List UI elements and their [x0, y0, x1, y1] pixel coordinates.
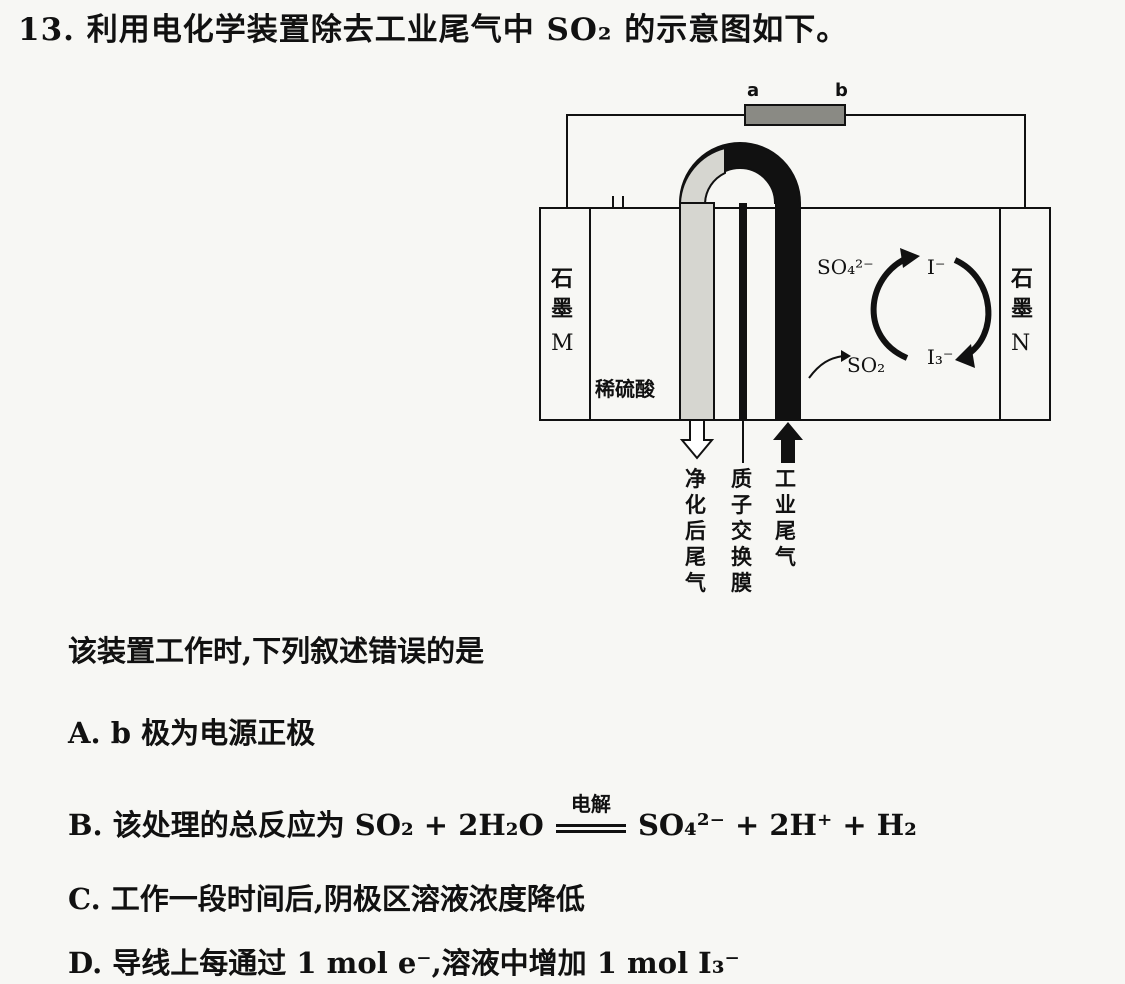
- membrane-char-5: 膜: [731, 570, 752, 595]
- electrode-m-char-3: M: [551, 331, 574, 356]
- diagram-svg: a b 石 墨 M 石 墨 N 稀硫酸 SO₄²⁻ I⁻: [539, 80, 1051, 595]
- electrode-n-char-1: 石: [1010, 266, 1033, 292]
- cycle-arrow-right-head: [955, 344, 975, 368]
- so2-release-arrow: [808, 355, 844, 379]
- so2-release-arrow-head: [841, 350, 851, 362]
- proton-exchange-membrane: [739, 203, 747, 420]
- question-title: 13. 利用电化学装置除去工业尾气中 SO₂ 的示意图如下。: [18, 12, 849, 48]
- ion-so2-label: SO₂: [847, 353, 885, 377]
- purified-char-5: 气: [684, 570, 706, 595]
- industrial-exhaust-label: 工 业 尾 气: [774, 466, 796, 569]
- exhaust-char-4: 气: [774, 544, 796, 569]
- electrode-n: [999, 207, 1051, 421]
- purified-char-4: 尾: [685, 544, 706, 569]
- purified-char-1: 净: [685, 466, 706, 491]
- ion-iodide-label: I⁻: [927, 255, 945, 279]
- exhaust-inflow-arrow: [773, 422, 803, 463]
- option-b-prefix: B. 该处理的总反应为 SO₂ + 2H₂O: [68, 808, 544, 842]
- cycle-arrow-right: [953, 257, 992, 359]
- purified-outflow-arrow: [679, 419, 715, 460]
- exhaust-char-3: 尾: [775, 518, 796, 543]
- power-source: [744, 104, 846, 126]
- question-stem: 该装置工作时,下列叙述错误的是: [68, 634, 485, 668]
- electrolysis-equals-sign: 电解: [555, 792, 626, 840]
- electrode-m: [539, 207, 591, 421]
- option-a[interactable]: A. b 极为电源正极: [68, 716, 316, 750]
- u-tube-bend-light: [678, 146, 726, 204]
- electrode-m-char-2: 墨: [551, 296, 573, 322]
- option-b-suffix: SO₄²⁻ + 2H⁺ + H₂: [637, 808, 917, 842]
- equals-bar-top: [555, 824, 626, 827]
- option-b[interactable]: B. 该处理的总反应为 SO₂ + 2H₂O 电解 SO₄²⁻ + 2H⁺ + …: [68, 792, 917, 844]
- purified-char-3: 后: [685, 518, 706, 543]
- purified-gas-label: 净 化 后 尾 气: [684, 466, 706, 595]
- purified-char-2: 化: [685, 492, 706, 517]
- cycle-arrow-left-head: [900, 248, 920, 268]
- option-c[interactable]: C. 工作一段时间后,阴极区溶液浓度降低: [68, 882, 585, 916]
- option-d[interactable]: D. 导线上每通过 1 mol e⁻,溶液中增加 1 mol I₃⁻: [68, 946, 740, 980]
- purified-tube: [679, 202, 715, 421]
- ion-sulfate-label: SO₄²⁻: [817, 255, 874, 279]
- equals-bar-bottom: [555, 830, 626, 833]
- electrode-n-char-2: 墨: [1011, 296, 1033, 322]
- exhaust-char-1: 工: [775, 466, 796, 491]
- membrane-char-3: 交: [731, 518, 752, 543]
- electrochemical-diagram: a b 石 墨 M 石 墨 N 稀硫酸 SO₄²⁻ I⁻: [535, 78, 1055, 608]
- electrode-n-char-3: N: [1011, 331, 1030, 356]
- electrolysis-condition: 电解: [570, 792, 611, 816]
- ion-triiodide-label: I₃⁻: [927, 345, 953, 369]
- terminal-b-label: b: [835, 80, 848, 101]
- membrane-char-4: 换: [731, 544, 753, 569]
- membrane-char-2: 子: [731, 492, 752, 517]
- terminal-a-label: a: [747, 80, 759, 101]
- wire-left: [566, 114, 745, 208]
- dilute-sulfuric-acid-label: 稀硫酸: [595, 377, 656, 401]
- cycle-arrow-left: [870, 255, 909, 361]
- wire-right: [845, 114, 1026, 208]
- exhaust-char-2: 业: [775, 492, 796, 517]
- exhaust-tube: [775, 203, 801, 420]
- membrane-char-1: 质: [731, 466, 752, 491]
- electrode-m-char-1: 石: [550, 266, 573, 292]
- membrane-label: 质 子 交 换 膜: [731, 466, 753, 595]
